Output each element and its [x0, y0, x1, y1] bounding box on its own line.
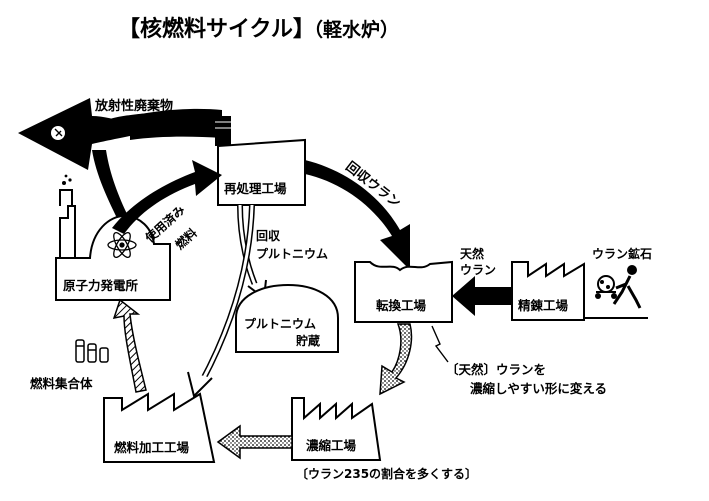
- reprocessing-plant: 再処理工場: [215, 116, 306, 206]
- recovered-uranium-arrow: [305, 160, 410, 270]
- enrichment-plant: 濃縮工場: [291, 397, 382, 461]
- fuel-fabrication-plant-label: 燃料加工工場: [114, 440, 190, 455]
- enrichment-to-fabrication-arrow: [216, 424, 293, 460]
- fuel-assembly-icon: [75, 339, 109, 363]
- uranium-ore-label: ウラン鉱石: [592, 246, 652, 261]
- natural-uranium-label-1: 天然: [460, 246, 484, 261]
- conversion-plant: 転換工場: [354, 260, 453, 323]
- recovered-plutonium-label-1: 回収: [256, 229, 281, 243]
- nuclear-power-plant-label: 原子力発電所: [63, 278, 139, 293]
- recovered-plutonium-label-2: プルトニウム: [256, 246, 328, 261]
- enrichment-note: 〔ウラン235の割合を多くする〕: [296, 466, 477, 481]
- atom-icon: [107, 231, 137, 259]
- conversion-note-1: 〔天然〕ウランを: [446, 362, 546, 377]
- enrichment-plant-label: 濃縮工場: [306, 438, 357, 453]
- natural-uranium-label-2: ウラン: [460, 263, 496, 277]
- diagram-subtitle: （軽水炉）: [304, 18, 399, 41]
- conversion-callout-pointer: [431, 325, 449, 363]
- fuel-assembly-label: 燃料集合体: [30, 376, 93, 391]
- spent-fuel-label-2: 燃料: [172, 225, 200, 252]
- miner-with-ore-cart-icon: [595, 265, 642, 309]
- radioactive-waste-arrow: [18, 98, 222, 170]
- refining-plant: 精錬工場: [511, 261, 585, 321]
- conversion-plant-label: 転換工場: [376, 298, 427, 313]
- plutonium-storage-label-2: 貯蔵: [296, 333, 320, 348]
- spent-fuel-arrow: [112, 160, 222, 234]
- radioactive-waste-label: 放射性廃棄物: [94, 98, 173, 114]
- diagram-title: 【核燃料サイクル】: [118, 16, 315, 42]
- conversion-note-2: 濃縮しやすい形に変える: [470, 381, 607, 396]
- plutonium-storage-label-1: プルトニウム: [244, 316, 316, 331]
- waste-stem-from-plant: [92, 150, 130, 224]
- refining-plant-label: 精錬工場: [518, 298, 569, 313]
- conversion-to-enrichment-arrow: [379, 323, 413, 396]
- natural-uranium-arrow: [452, 276, 520, 316]
- reprocessing-plant-label: 再処理工場: [224, 181, 287, 196]
- plutonium-storage: プルトニウム 貯蔵: [235, 283, 339, 353]
- fuel-fabrication-plant: 燃料加工工場: [103, 392, 216, 463]
- nuclear-power-plant: 原子力発電所: [55, 174, 171, 301]
- fuel-assembly-arrow: [112, 298, 147, 393]
